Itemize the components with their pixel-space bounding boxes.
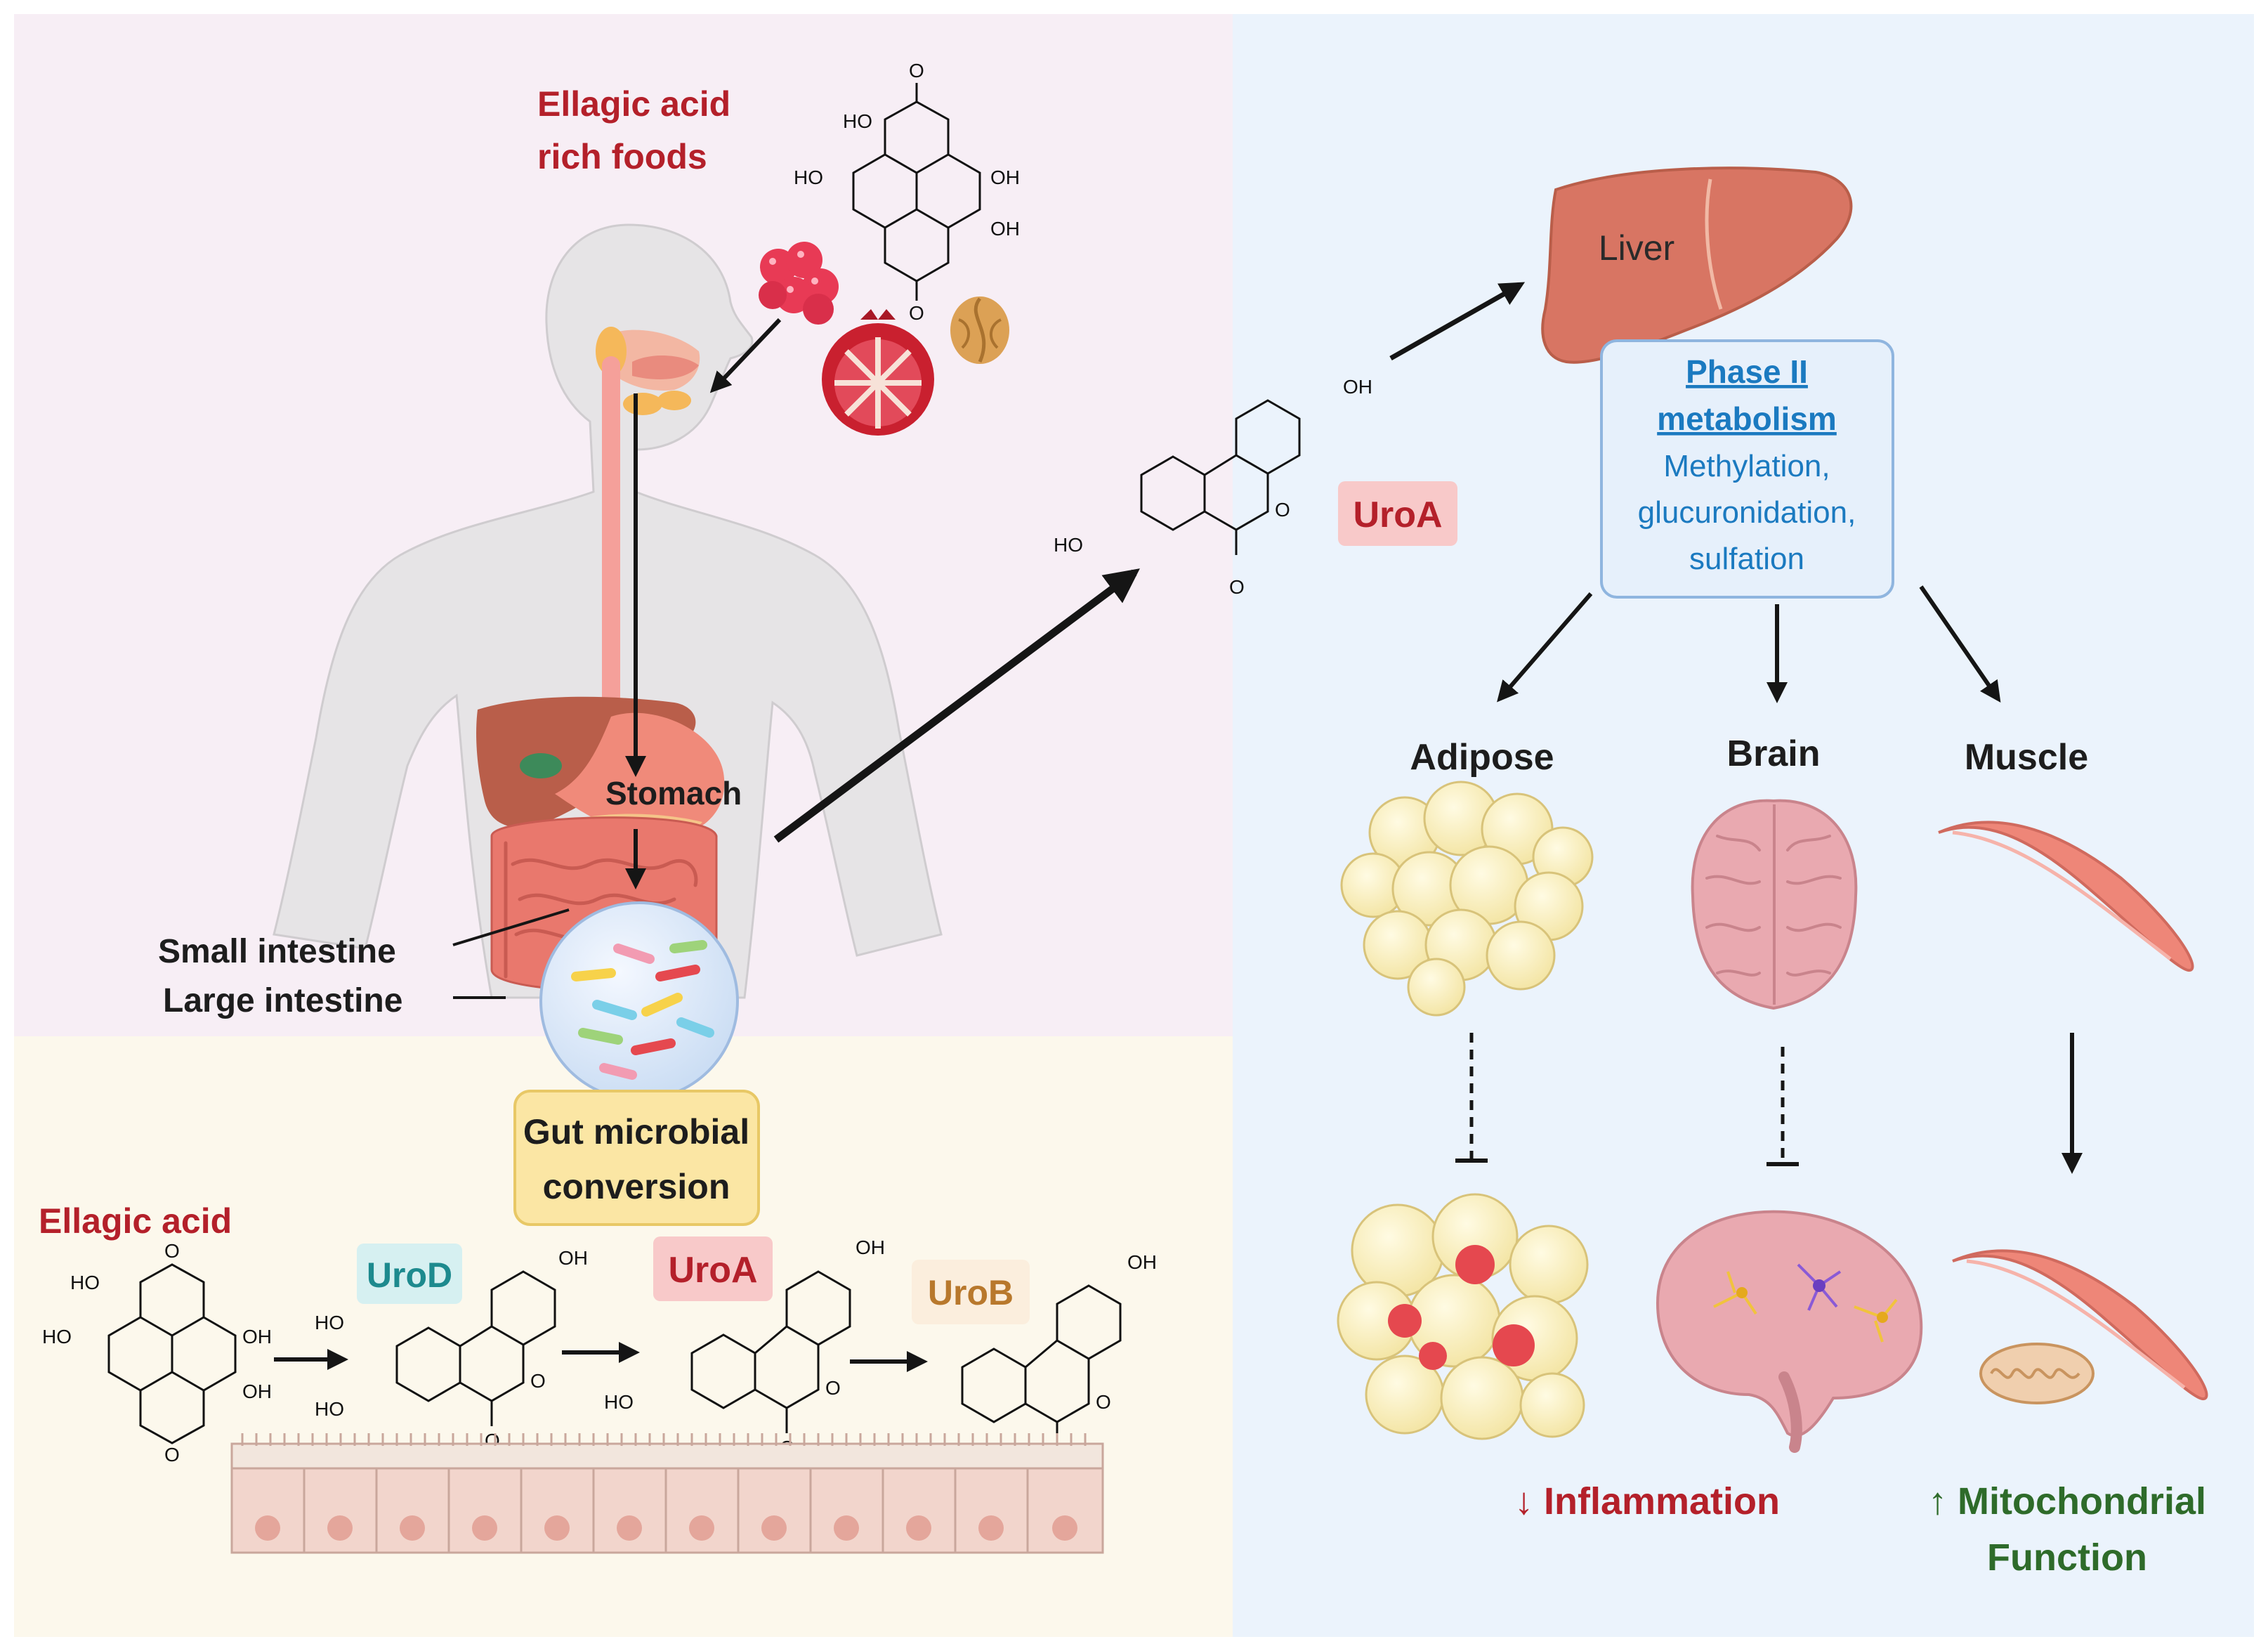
chem-label: HO (794, 167, 823, 188)
label-inflammation: ↓ Inflammation (1514, 1480, 1780, 1522)
brain-icon (1691, 799, 1858, 1010)
uroD-structure (395, 1270, 556, 1426)
gut-conversion-line1: Gut microbial (523, 1112, 749, 1151)
chem-label: OH (242, 1381, 272, 1402)
label-adipose: Adipose (1410, 737, 1554, 778)
chem-label: O (164, 1240, 180, 1262)
chem-label: HO (42, 1326, 72, 1347)
chem-label: O (530, 1370, 546, 1392)
uroD-badge (357, 1244, 462, 1304)
intestinal-epithelium-icon (230, 1433, 1104, 1554)
label-liver: Liver (1599, 228, 1674, 268)
label-uroA-center: UroA (1353, 495, 1442, 535)
raspberry-icon (759, 242, 839, 325)
phase2-title-line1: Phase II (1686, 353, 1808, 390)
label-small-intestine: Small intestine (158, 933, 396, 970)
gut-conversion-line2: conversion (543, 1167, 730, 1206)
chem-label: O (909, 302, 924, 324)
arrow-to-muscle (1919, 585, 2001, 703)
gut-bacteria-icon (539, 901, 739, 1101)
inflamed-adipose-icon (1337, 1193, 1589, 1440)
muscle-icon (1938, 821, 2194, 972)
label-uroB: UroB (928, 1273, 1014, 1312)
inflammation-cell-icon (1388, 1245, 1535, 1370)
chem-label: HO (315, 1312, 344, 1333)
chem-label: OH (1343, 376, 1372, 398)
chem-label: OH (990, 218, 1020, 240)
phase2-box (1600, 339, 1894, 599)
arrow-intestine-to-uroA (773, 568, 1140, 843)
label-ellagic-acid: Ellagic acid (39, 1201, 232, 1241)
chem-label: HO (843, 110, 872, 132)
pomegranate-icon (822, 309, 934, 436)
phase2-line3: Methylation, (1663, 449, 1830, 483)
label-large-intestine: Large intestine (163, 982, 402, 1019)
chem-label: OH (1127, 1251, 1157, 1273)
walnut-icon (950, 296, 1009, 364)
uroA-badge-bottom (653, 1236, 773, 1301)
chem-label: HO (70, 1272, 100, 1293)
chem-label: OH (990, 167, 1020, 188)
uroA-badge-center (1338, 481, 1457, 546)
brain-sagittal-icon (1656, 1210, 1923, 1453)
gut-conversion-box (513, 1090, 760, 1226)
uroA-structure-bottom (690, 1270, 851, 1433)
chem-label: OH (558, 1247, 588, 1269)
arrow-food-to-mouth (709, 318, 782, 393)
chem-label: O (825, 1377, 841, 1399)
foods-title-line2: rich foods (537, 137, 707, 176)
adipose-icon (1340, 781, 1594, 1017)
chem-label: O (1229, 576, 1245, 598)
phase2-title-line2: metabolism (1657, 400, 1837, 437)
chem-label: OH (242, 1326, 272, 1347)
label-brain: Brain (1727, 733, 1821, 774)
muscle-mito-icon (1952, 1249, 2208, 1401)
pointer-small-intestine (452, 908, 570, 946)
foods-title-line1: Ellagic acid (537, 84, 730, 124)
label-uroA-bottom: UroA (668, 1250, 757, 1291)
liver-icon (1541, 167, 1853, 364)
label-muscle: Muscle (1965, 737, 2088, 778)
phase2-line4: glucuronidation, (1638, 495, 1856, 530)
label-uroD: UroD (367, 1255, 452, 1295)
mitochondrion-icon (1979, 1343, 2095, 1404)
chem-label: HO (604, 1391, 634, 1413)
label-mito-line1: ↑ Mitochondrial (1928, 1480, 2206, 1522)
chem-label: OH (856, 1236, 885, 1258)
chem-label: HO (1054, 534, 1083, 556)
chem-label: O (1096, 1391, 1111, 1413)
arrow-to-adipose (1497, 592, 1593, 703)
ellagic-acid-structure-bottom (107, 1263, 237, 1444)
chem-label: O (909, 60, 924, 81)
label-mito-line2: Function (1987, 1536, 2147, 1579)
ellagic-acid-structure-top (852, 83, 981, 301)
arrow-uroA-to-liver (1389, 282, 1526, 361)
chem-label: HO (315, 1398, 344, 1420)
uroA-structure-center (1140, 399, 1301, 555)
uroB-badge (912, 1260, 1030, 1324)
chem-label: O (1275, 499, 1290, 521)
phase2-line5: sulfation (1689, 542, 1804, 576)
chem-label: O (164, 1444, 180, 1466)
label-stomach: Stomach (605, 775, 742, 811)
